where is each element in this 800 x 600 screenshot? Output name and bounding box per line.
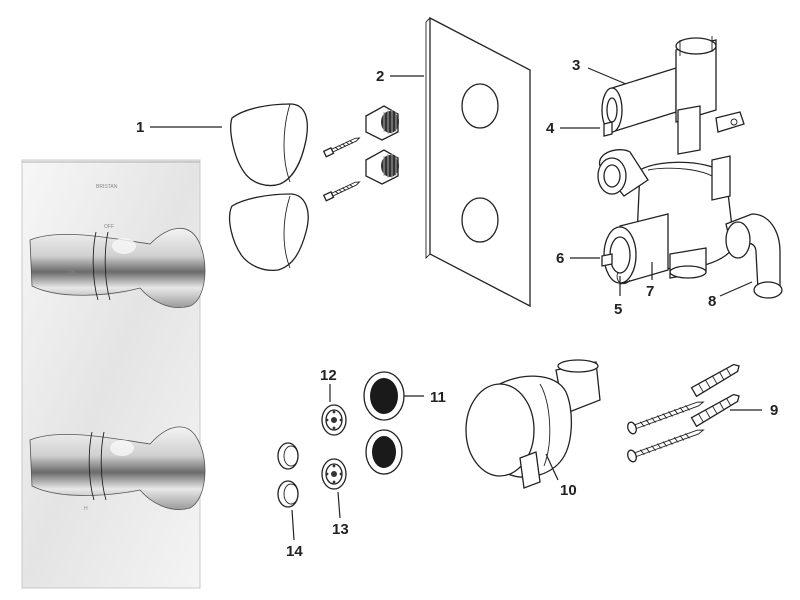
dial-h-engraving: H — [84, 506, 88, 512]
brand-engraving: BRISTAN — [96, 184, 118, 190]
dial-off-engraving: OFF — [104, 224, 114, 230]
part-1-handles — [228, 103, 309, 272]
callout-4: 4 — [546, 120, 555, 137]
callout-8: 8 — [708, 293, 716, 310]
part-11-filters — [363, 371, 405, 475]
callout-1: 1 — [136, 119, 144, 136]
callout-9: 9 — [770, 402, 778, 419]
assembled-valve-faceplate: BRISTAN OFF ON H — [21, 159, 206, 589]
callout-2: 2 — [376, 68, 384, 85]
callout-12: 12 — [320, 367, 337, 384]
part-3-outlet-body — [601, 36, 745, 155]
callout-6: 6 — [556, 250, 564, 267]
callout-5: 5 — [614, 301, 622, 318]
part-14-rings — [277, 442, 299, 508]
part-13-washers — [321, 458, 347, 490]
top-handle-photo: OFF ON — [29, 224, 206, 308]
part-10-wall-outlet — [465, 359, 601, 489]
callout-3: 3 — [572, 57, 580, 74]
dial-on-engraving: ON — [68, 270, 76, 276]
bottom-handle-photo: H — [29, 426, 206, 512]
part-9-fixings — [627, 363, 740, 463]
part-7-cartridge — [603, 213, 669, 285]
callout-labels: 1 2 3 4 5 6 7 8 9 10 11 12 13 14 — [136, 57, 778, 560]
valve-body-assembly — [597, 36, 783, 299]
small-screws — [322, 137, 361, 202]
callout-11: 11 — [430, 389, 446, 406]
leader-lines — [150, 67, 762, 541]
callout-13: 13 — [332, 521, 349, 538]
part-2-backplate — [425, 16, 531, 308]
part-6-spindle — [601, 253, 613, 267]
callout-7: 7 — [646, 283, 654, 300]
part-8-elbow — [725, 213, 783, 299]
part-4-spindle — [603, 121, 613, 137]
spline-adapters — [365, 105, 399, 185]
callout-14: 14 — [286, 543, 303, 560]
callout-10: 10 — [560, 482, 577, 499]
part-12-washers — [321, 404, 347, 436]
